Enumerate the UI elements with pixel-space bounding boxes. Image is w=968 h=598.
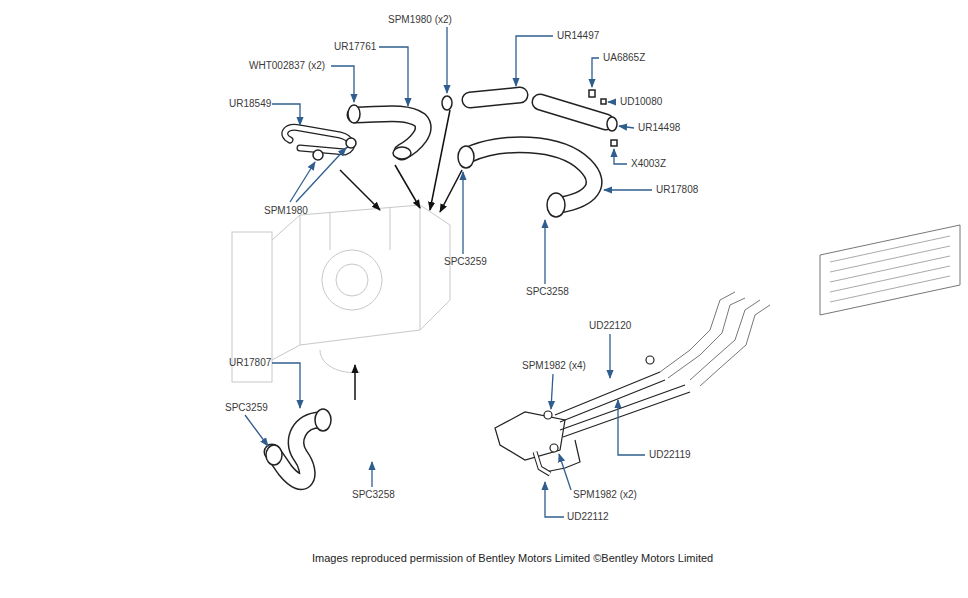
leader-line — [544, 220, 545, 284]
part-number: UD22120 — [589, 320, 631, 332]
clamp — [442, 96, 452, 110]
clamps — [266, 90, 617, 465]
leader-line — [545, 482, 564, 517]
engine-sketch — [232, 205, 450, 382]
clip — [544, 411, 552, 419]
heater-matrix — [660, 225, 960, 386]
part-number: UD22119 — [649, 449, 691, 461]
leader-line — [290, 162, 315, 202]
assembly-arrow — [340, 170, 380, 210]
leader-line — [245, 415, 268, 446]
leader-lines — [245, 27, 652, 517]
clamp — [607, 117, 617, 131]
hose-ud22112-inner — [535, 452, 550, 474]
clamp — [458, 146, 474, 168]
pulley — [336, 264, 368, 296]
clip — [550, 444, 558, 452]
leader-line — [331, 66, 354, 102]
hose-ur17761 — [355, 114, 423, 152]
assembly-arrow — [395, 165, 420, 208]
hoses — [272, 95, 606, 482]
assembly-arrow — [354, 365, 356, 400]
nut — [611, 140, 617, 146]
pipe-pair — [690, 300, 770, 386]
part-number: SPM1980 — [264, 205, 308, 217]
assembly-arrow — [440, 170, 462, 212]
part-number: UD22112 — [567, 511, 609, 523]
hose-ud22112 — [535, 452, 550, 474]
part-number: SPC3259 — [444, 256, 487, 268]
clamp — [266, 445, 282, 465]
copyright-caption: Images reproduced permission of Bentley … — [312, 552, 713, 565]
part-number: UR17807 — [229, 357, 271, 369]
part-number: X4003Z — [631, 158, 666, 170]
matrix-body — [820, 225, 960, 315]
part-number: WHT002837 (x2) — [249, 60, 325, 72]
screw — [589, 90, 595, 97]
part-number: UR17808 — [656, 184, 698, 196]
part-number: UR14498 — [638, 122, 680, 134]
leader-line — [551, 374, 553, 409]
leader-line — [296, 148, 346, 202]
tube-ud22120 — [555, 372, 665, 422]
part-number: SPM1980 (x2) — [388, 14, 452, 26]
hose-ur18549-fill — [285, 127, 352, 152]
leader-line — [462, 172, 463, 254]
leader-line — [618, 400, 645, 455]
hose-ur14498-fill — [540, 102, 606, 122]
hose-ur17761-fill — [355, 114, 423, 152]
pipe-assembly — [495, 356, 690, 474]
assembly-arrow — [430, 110, 450, 210]
part-number: UR14497 — [557, 30, 599, 42]
hose-ur14497 — [470, 95, 520, 100]
leader-line — [272, 363, 300, 408]
leader-line — [516, 36, 553, 86]
part-number: SPC3259 — [225, 402, 268, 414]
valve-body — [495, 412, 565, 460]
clamp — [547, 193, 565, 217]
leader-line — [446, 27, 447, 93]
part-number: SPM1982 (x4) — [522, 360, 586, 372]
part-number: UR18549 — [229, 98, 271, 110]
part-number: SPM1982 (x2) — [573, 489, 637, 501]
clamp — [346, 138, 356, 148]
leader-line — [272, 104, 300, 125]
fan-housing — [322, 250, 382, 310]
clamp — [393, 147, 411, 159]
hose-ur18549 — [285, 127, 352, 152]
part-number: UA6865Z — [603, 52, 645, 64]
matrix-fins — [830, 236, 950, 302]
engine-detail — [300, 205, 420, 345]
engine-block — [272, 205, 450, 360]
leader-line — [608, 101, 616, 102]
part-number: SPC3258 — [352, 489, 395, 501]
leader-line — [371, 462, 372, 487]
leader-line — [604, 189, 652, 190]
part-number: UD10080 — [620, 96, 662, 108]
hose-ur14497-fill — [470, 95, 520, 100]
clip — [646, 356, 654, 364]
part-number: UR17761 — [334, 41, 376, 53]
tube-ud22119 — [560, 385, 690, 437]
hose-ur17808 — [468, 145, 594, 205]
part-number: SPC3258 — [526, 286, 569, 298]
leader-line — [614, 149, 627, 164]
leader-line — [559, 454, 571, 490]
assembly-arrows — [340, 110, 462, 400]
clamp — [348, 105, 360, 123]
leader-line — [379, 47, 408, 106]
clamp — [315, 409, 331, 431]
leader-line — [592, 58, 599, 87]
pipe-pair — [660, 292, 745, 378]
lower-outlet — [320, 350, 360, 373]
tube-bend — [545, 440, 580, 472]
hose-ur17808-fill — [468, 145, 594, 205]
washer — [601, 99, 606, 104]
leader-line — [609, 334, 610, 378]
hose-ur14498 — [540, 102, 606, 122]
leader-line — [619, 126, 634, 128]
clamp — [313, 150, 323, 160]
